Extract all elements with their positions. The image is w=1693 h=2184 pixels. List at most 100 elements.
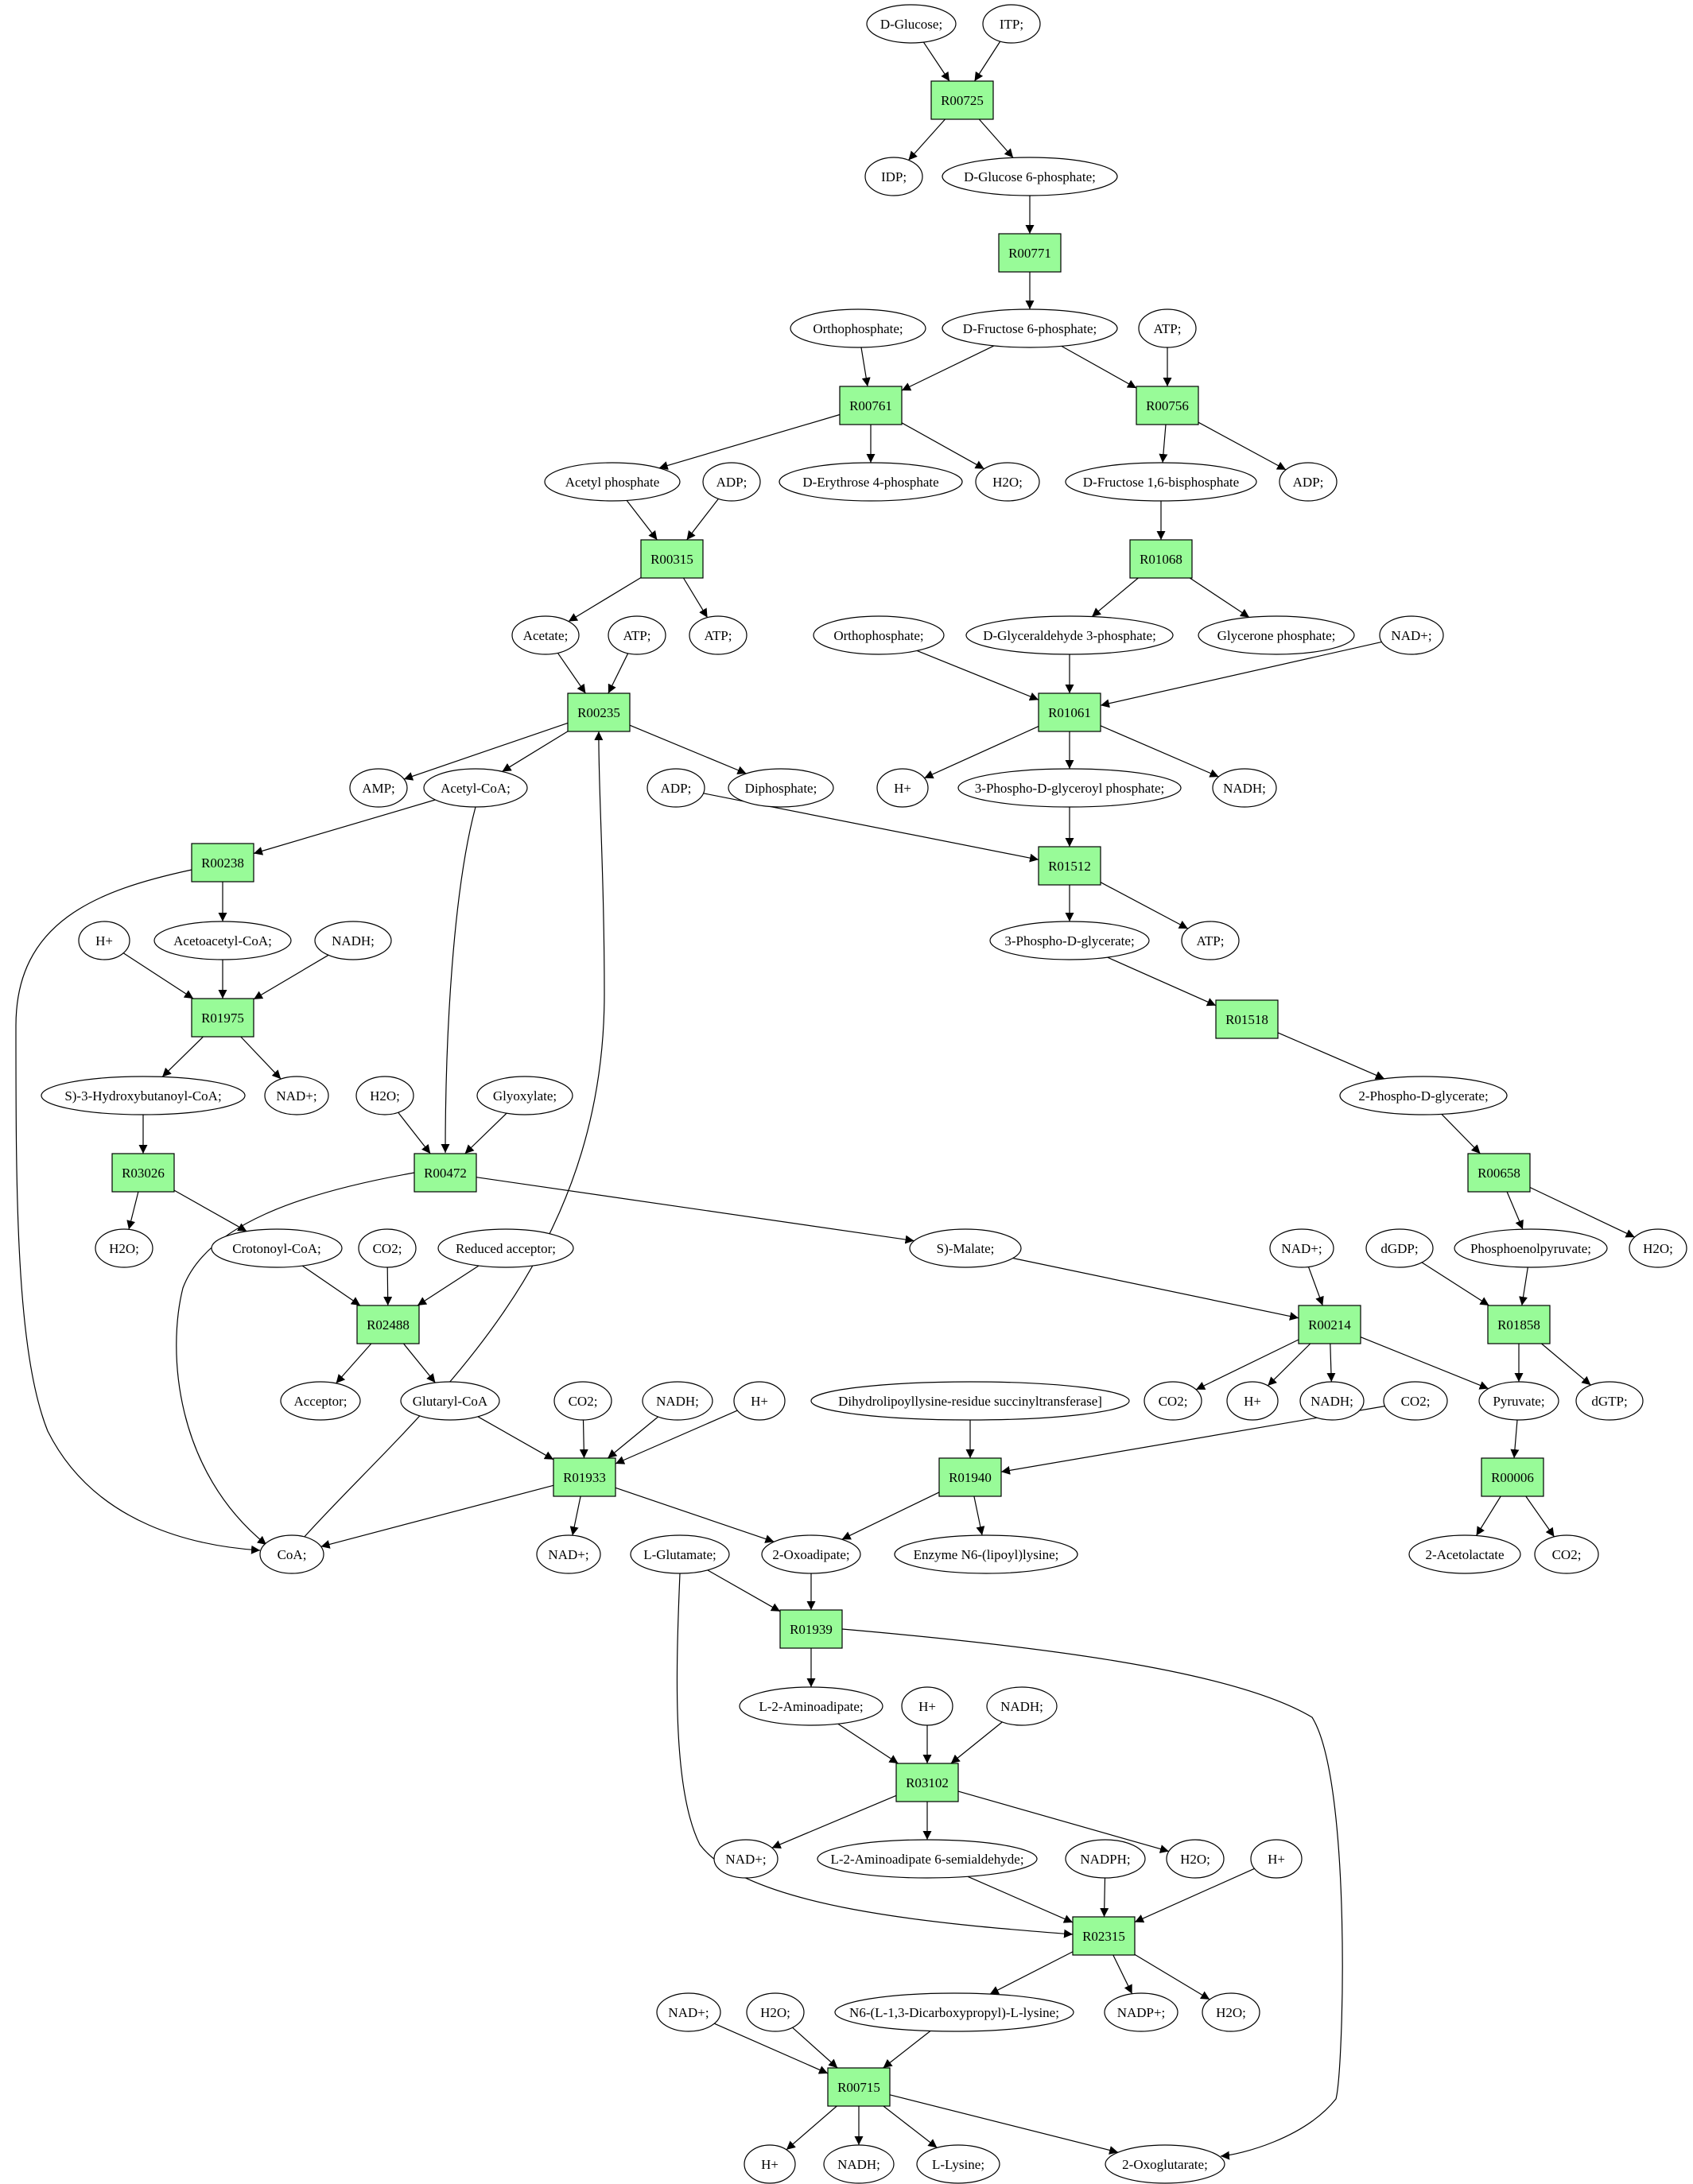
metabolite-ellipse[interactable] (78, 921, 130, 960)
reaction-box[interactable] (895, 1763, 959, 1802)
metabolite-ellipse[interactable] (733, 1381, 786, 1421)
metabolite-node[interactable]: H+ (733, 1381, 786, 1421)
reaction-box[interactable] (414, 1153, 477, 1193)
metabolite-node[interactable]: dGTP; (1575, 1381, 1644, 1421)
metabolite-node[interactable]: ADP; (702, 462, 761, 502)
metabolite-ellipse[interactable] (986, 1686, 1058, 1726)
reaction-box[interactable] (1467, 1153, 1531, 1193)
metabolite-node[interactable]: Phosphoenolpyruvate; (1454, 1228, 1608, 1268)
metabolite-ellipse[interactable] (975, 462, 1040, 502)
metabolite-node[interactable]: Enzyme N6-(lipoyl)lysine; (894, 1534, 1078, 1574)
metabolite-node[interactable]: L-2-Aminoadipate; (739, 1686, 883, 1726)
metabolite-ellipse[interactable] (608, 615, 666, 655)
metabolite-ellipse[interactable] (358, 1228, 417, 1268)
reaction-node[interactable]: R00715 (827, 2067, 891, 2107)
reaction-node[interactable]: R01512 (1038, 846, 1101, 886)
metabolite-ellipse[interactable] (536, 1534, 601, 1574)
metabolite-ellipse[interactable] (1065, 462, 1257, 502)
metabolite-ellipse[interactable] (259, 1534, 324, 1574)
reaction-node[interactable]: R03026 (111, 1153, 175, 1193)
metabolite-ellipse[interactable] (1365, 1228, 1434, 1268)
metabolite-ellipse[interactable] (553, 1381, 612, 1421)
metabolite-ellipse[interactable] (901, 1686, 953, 1726)
metabolite-node[interactable]: NADH; (986, 1686, 1058, 1726)
metabolite-node[interactable]: H2O; (975, 462, 1040, 502)
metabolite-node[interactable]: D-Erythrose 4-phosphate (779, 462, 963, 502)
metabolite-node[interactable]: NAD+; (656, 1992, 721, 2032)
metabolite-node[interactable]: NADH; (1212, 768, 1277, 808)
metabolite-ellipse[interactable] (761, 1534, 861, 1574)
reaction-node[interactable]: R00472 (414, 1153, 477, 1193)
metabolite-node[interactable]: D-Glyceraldehyde 3-phosphate; (965, 615, 1174, 655)
reaction-box[interactable] (1481, 1457, 1544, 1497)
metabolite-ellipse[interactable] (1181, 921, 1240, 960)
metabolite-node[interactable]: CO2; (358, 1228, 417, 1268)
metabolite-ellipse[interactable] (989, 921, 1150, 960)
metabolite-node[interactable]: NADPH; (1065, 1839, 1146, 1879)
metabolite-ellipse[interactable] (1575, 1381, 1644, 1421)
metabolite-ellipse[interactable] (211, 1228, 343, 1268)
metabolite-node[interactable]: Acetate; (511, 615, 580, 655)
metabolite-node[interactable]: S)-Malate; (909, 1228, 1022, 1268)
metabolite-node[interactable]: Acetyl-CoA; (423, 768, 528, 808)
metabolite-node[interactable]: N6-(L-1,3-Dicarboxypropyl)-L-lysine; (834, 1992, 1074, 2032)
reaction-node[interactable]: R03102 (895, 1763, 959, 1802)
metabolite-node[interactable]: D-Glucose; (866, 4, 957, 44)
reaction-box[interactable] (553, 1457, 616, 1497)
metabolite-node[interactable]: L-Lysine; (916, 2144, 1000, 2184)
reaction-node[interactable]: R00756 (1136, 386, 1199, 425)
reaction-box[interactable] (191, 998, 254, 1038)
reaction-node[interactable]: R00771 (998, 233, 1062, 273)
metabolite-ellipse[interactable] (400, 1381, 500, 1421)
metabolite-node[interactable]: Pyruvate; (1478, 1381, 1559, 1421)
metabolite-node[interactable]: NADH; (642, 1381, 713, 1421)
metabolite-ellipse[interactable] (1198, 615, 1355, 655)
metabolite-ellipse[interactable] (689, 615, 747, 655)
metabolite-node[interactable]: Crotonoyl-CoA; (211, 1228, 343, 1268)
reaction-box[interactable] (191, 843, 254, 883)
metabolite-ellipse[interactable] (1299, 1381, 1365, 1421)
metabolite-node[interactable]: H+ (1226, 1381, 1279, 1421)
metabolite-ellipse[interactable] (423, 768, 528, 808)
reaction-node[interactable]: R01940 (938, 1457, 1002, 1497)
metabolite-ellipse[interactable] (314, 921, 392, 960)
metabolite-ellipse[interactable] (1226, 1381, 1279, 1421)
metabolite-node[interactable]: 3-Phospho-D-glyceroyl phosphate; (957, 768, 1182, 808)
metabolite-node[interactable]: NAD+; (536, 1534, 601, 1574)
metabolite-ellipse[interactable] (1408, 1534, 1521, 1574)
reaction-box[interactable] (938, 1457, 1002, 1497)
reaction-box[interactable] (1072, 1916, 1136, 1956)
metabolite-ellipse[interactable] (437, 1228, 574, 1268)
metabolite-ellipse[interactable] (1379, 615, 1444, 655)
metabolite-ellipse[interactable] (1339, 1076, 1508, 1115)
metabolite-node[interactable]: D-Fructose 1,6-bisphosphate (1065, 462, 1257, 502)
reaction-box[interactable] (998, 233, 1062, 273)
metabolite-ellipse[interactable] (909, 1228, 1022, 1268)
metabolite-node[interactable]: NADH; (823, 2144, 895, 2184)
reaction-box[interactable] (827, 2067, 891, 2107)
metabolite-ellipse[interactable] (656, 1992, 721, 2032)
metabolite-ellipse[interactable] (1383, 1381, 1448, 1421)
metabolite-ellipse[interactable] (746, 1992, 805, 2032)
metabolite-node[interactable]: 2-Oxoadipate; (761, 1534, 861, 1574)
metabolite-ellipse[interactable] (876, 768, 929, 808)
metabolite-node[interactable]: 3-Phospho-D-glycerate; (989, 921, 1150, 960)
metabolite-ellipse[interactable] (1202, 1992, 1260, 2032)
metabolite-node[interactable]: H+ (744, 2144, 796, 2184)
metabolite-node[interactable]: Glycerone phosphate; (1198, 615, 1355, 655)
reaction-node[interactable]: R00214 (1298, 1305, 1361, 1344)
metabolite-node[interactable]: H2O; (1202, 1992, 1260, 2032)
metabolite-ellipse[interactable] (1250, 1839, 1303, 1879)
metabolite-ellipse[interactable] (41, 1076, 246, 1115)
metabolite-node[interactable]: ATP; (1181, 921, 1240, 960)
metabolite-node[interactable]: Acceptor; (280, 1381, 361, 1421)
reaction-box[interactable] (1136, 386, 1199, 425)
metabolite-ellipse[interactable] (355, 1076, 414, 1115)
metabolite-ellipse[interactable] (810, 1381, 1130, 1421)
metabolite-ellipse[interactable] (813, 615, 945, 655)
metabolite-ellipse[interactable] (834, 1992, 1074, 2032)
metabolite-node[interactable]: 2-Oxoglutarate; (1105, 2144, 1225, 2184)
metabolite-node[interactable]: NADP+; (1104, 1992, 1178, 2032)
metabolite-ellipse[interactable] (95, 1228, 153, 1268)
metabolite-node[interactable]: CO2; (1144, 1381, 1202, 1421)
